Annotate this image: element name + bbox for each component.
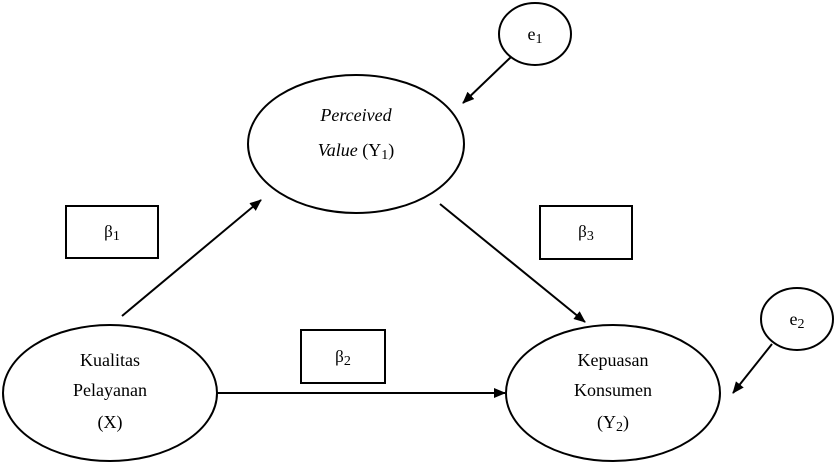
arrow-x-to-y1	[121, 199, 262, 317]
x-label-line1: Kualitas	[80, 350, 140, 370]
coefficient-box-beta3: β3	[539, 205, 633, 260]
y2-label-open: (Y	[597, 412, 616, 433]
beta2-subscript: 2	[344, 354, 351, 369]
error-node-e1: e1	[498, 2, 572, 66]
y2-label-line1: Kepuasan	[578, 350, 649, 370]
x-label-line2: Pelayanan	[73, 380, 147, 400]
node-perceived-value-y1: Perceived Value (Y1)	[247, 74, 465, 214]
svg-text:β2: β2	[335, 347, 351, 369]
coefficient-box-beta2: β2	[300, 329, 386, 384]
svg-text:β1: β1	[104, 222, 120, 244]
beta1-subscript: 1	[113, 229, 120, 244]
y2-label-close: )	[623, 412, 629, 433]
node-kualitas-pelayanan-x: Kualitas Pelayanan (X)	[2, 324, 218, 462]
x-label-line3: (X)	[98, 412, 123, 433]
coefficient-box-beta1: β1	[65, 205, 159, 259]
svg-text:e1: e1	[528, 24, 543, 47]
y1-label-open: (Y	[358, 140, 382, 161]
error-node-e2: e2	[760, 287, 834, 351]
e2-subscript: 2	[798, 317, 805, 332]
svg-text:(Y2): (Y2)	[597, 412, 629, 435]
e2-label: e	[790, 309, 798, 329]
arrow-y1-to-y2	[439, 203, 586, 323]
arrow-e1-to-y1	[462, 56, 512, 104]
y1-label-value: Value	[318, 140, 358, 160]
beta3-symbol: β	[578, 222, 587, 241]
y2-label-line2: Konsumen	[574, 380, 652, 400]
e1-label: e	[528, 24, 536, 44]
beta2-symbol: β	[335, 347, 344, 366]
node-kepuasan-konsumen-y2: Kepuasan Konsumen (Y2)	[505, 324, 721, 462]
y1-label-close: )	[388, 140, 394, 161]
y1-label-line1: Perceived	[319, 105, 392, 125]
e1-subscript: 1	[536, 32, 543, 47]
beta1-symbol: β	[104, 222, 113, 241]
y1-subscript: 1	[381, 148, 388, 163]
svg-text:e2: e2	[790, 309, 805, 332]
svg-text:Value (Y1): Value (Y1)	[318, 140, 395, 163]
beta3-subscript: 3	[587, 229, 594, 244]
svg-text:β3: β3	[578, 222, 594, 244]
arrow-e2-to-y2	[732, 343, 773, 394]
y2-subscript: 2	[616, 420, 623, 435]
